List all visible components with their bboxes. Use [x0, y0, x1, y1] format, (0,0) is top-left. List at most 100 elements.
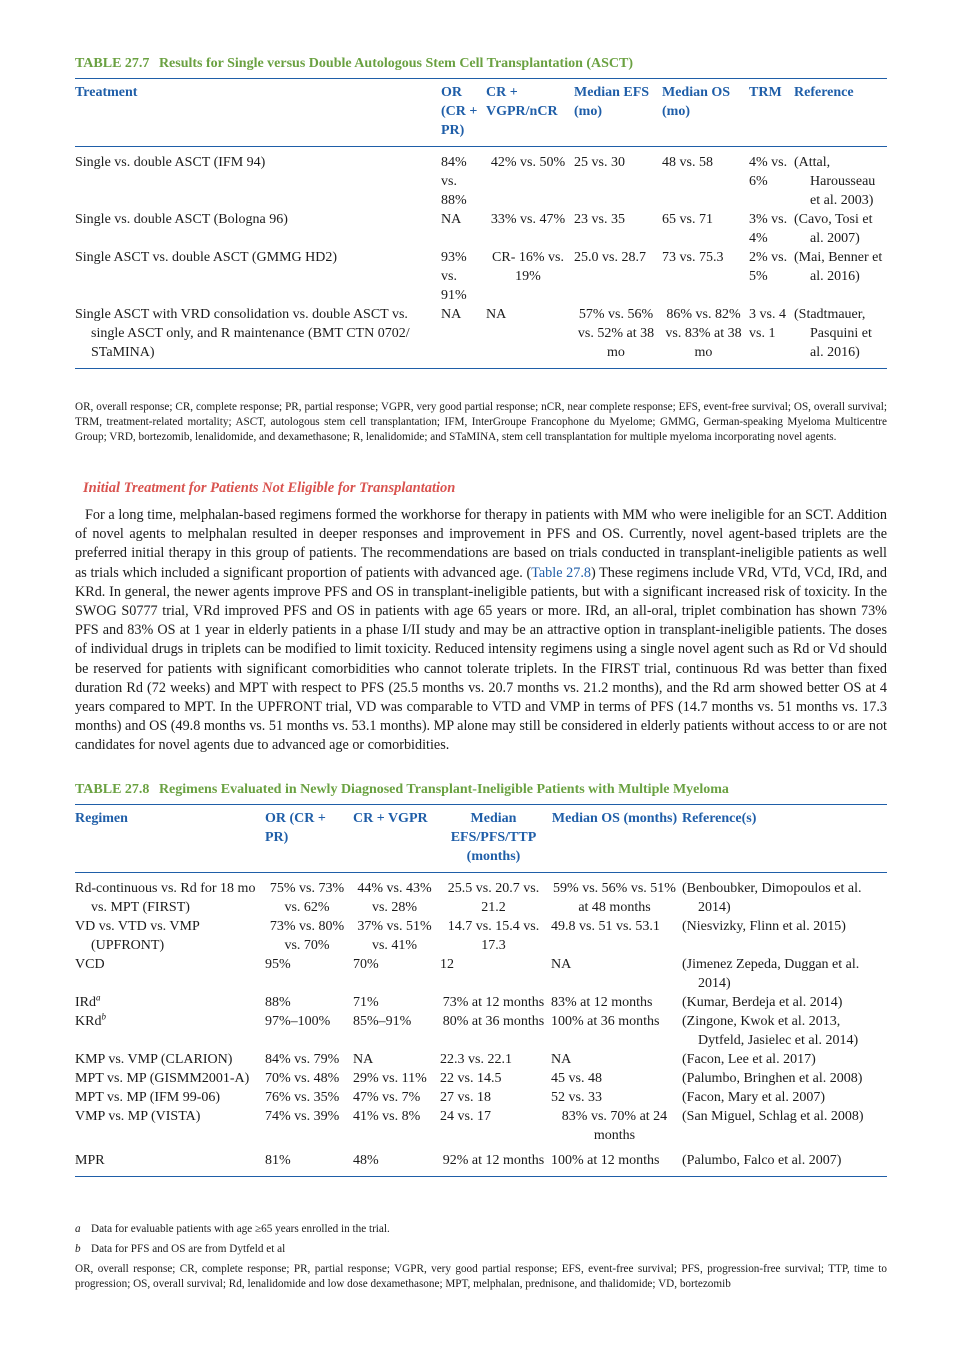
- cell: (Kumar, Berdeja et al. 2014): [682, 995, 843, 1010]
- cell: 85%–91%: [353, 1014, 412, 1029]
- cell: VCD: [75, 957, 105, 972]
- table-reference-link[interactable]: Table 27.8: [531, 564, 591, 581]
- cell: 3% vs. 4%: [749, 212, 788, 246]
- table-title: Results for Single versus Double Autolog…: [158, 56, 634, 71]
- col-header: OR (CR + PR): [441, 85, 478, 138]
- cell: (Mai, Benner et al. 2016): [794, 250, 883, 284]
- footnote-marker: b: [101, 1011, 106, 1022]
- col-header: Regimen: [75, 811, 128, 826]
- cell: VMP vs. MP (VISTA): [75, 1109, 201, 1124]
- table-row: Single ASCT vs. double ASCT (GMMG HD2) 9…: [75, 248, 887, 305]
- cell: 45 vs. 48: [551, 1071, 602, 1086]
- cell: 76% vs. 35%: [265, 1090, 340, 1105]
- cell: 3 vs. 4 vs. 1: [749, 307, 786, 341]
- cell: (Niesvizky, Flinn et al. 2015): [682, 919, 846, 934]
- table-27-8-footnote: OR, overall response; CR, complete respo…: [75, 1263, 887, 1290]
- cell: 33% vs. 47%: [490, 212, 566, 227]
- table-header-row: Regimen OR (CR + PR) CR + VGPR Median EF…: [75, 804, 887, 873]
- table-row: KMP vs. VMP (CLARION) 84% vs. 79% NA 22.…: [75, 1050, 887, 1069]
- cell: (Palumbo, Falco et al. 2007): [682, 1153, 842, 1168]
- cell: 97%–100%: [265, 1014, 331, 1029]
- table-row: MPT vs. MP (GISMM2001-A) 70% vs. 48% 29%…: [75, 1069, 887, 1088]
- paragraph-text: For a long time, melphalan-based regimen…: [75, 507, 887, 581]
- cell: Single vs. double ASCT (IFM 94): [75, 155, 266, 170]
- cell: MPT vs. MP (IFM 99-06): [75, 1090, 221, 1105]
- col-header: CR + VGPR: [353, 811, 428, 826]
- section-heading: Initial Treatment for Patients Not Eligi…: [83, 480, 456, 496]
- table-row: Single ASCT with VRD consolidation vs. d…: [75, 305, 887, 369]
- table-title: Regimens Evaluated in Newly Diagnosed Tr…: [158, 782, 729, 797]
- table-row: Single vs. double ASCT (Bologna 96) NA 3…: [75, 210, 887, 248]
- cell: 73 vs. 75.3: [662, 250, 724, 265]
- cell: (Zingone, Kwok et al. 2013, Dytfeld, Jas…: [682, 1014, 859, 1048]
- cell: 100% at 36 months: [551, 1014, 660, 1029]
- table-27-8: Regimen OR (CR + PR) CR + VGPR Median EF…: [75, 804, 887, 1177]
- table-row: VMP vs. MP (VISTA) 74% vs. 39% 41% vs. 8…: [75, 1107, 887, 1145]
- cell: (San Miguel, Schlag et al. 2008): [682, 1109, 864, 1124]
- cell: 25 vs. 30: [574, 155, 625, 170]
- cell: 70% vs. 48%: [265, 1071, 340, 1086]
- cell: NA: [353, 1052, 374, 1067]
- cell: 25.5 vs. 20.7 vs. 21.2: [447, 881, 540, 915]
- note-text: Data for PFS and OS are from Dytfeld et …: [91, 1243, 286, 1255]
- cell: (Facon, Lee et al. 2017): [682, 1052, 816, 1067]
- table-row: IRda 88% 71% 73% at 12 months 83% at 12 …: [75, 993, 887, 1012]
- cell: 95%: [265, 957, 291, 972]
- cell: 22 vs. 14.5: [440, 1071, 502, 1086]
- cell: 12: [440, 957, 454, 972]
- cell: 70%: [353, 957, 379, 972]
- cell: 92% at 12 months: [442, 1153, 545, 1168]
- cell: 71%: [353, 995, 379, 1010]
- cell: 65 vs. 71: [662, 212, 713, 227]
- cell: 41% vs. 8%: [353, 1109, 421, 1124]
- cell: 48 vs. 58: [662, 155, 713, 170]
- cell: Rd-continuous vs. Rd for 18 mo vs. MPT (…: [75, 881, 256, 915]
- paragraph-text: ) These regimens include VRd, VTd, VCd, …: [75, 564, 888, 754]
- cell: 42% vs. 50%: [490, 155, 566, 170]
- cell: (Cavo, Tosi et al. 2007): [794, 212, 873, 246]
- col-header: TRM: [749, 85, 782, 100]
- cell: 83% vs. 70% at 24 months: [561, 1109, 668, 1143]
- cell: 73% vs. 80% vs. 70%: [269, 919, 345, 953]
- cell: (Benboubker, Dimopoulos et al. 2014): [682, 881, 862, 915]
- note-letter: a: [75, 1223, 81, 1235]
- table-header-row: Treatment OR (CR + PR) CR + VGPR/nCR Med…: [75, 78, 887, 147]
- cell: Single ASCT vs. double ASCT (GMMG HD2): [75, 250, 338, 265]
- cell: IRda: [75, 993, 265, 1012]
- col-header: Treatment: [75, 85, 138, 100]
- table-row: KRdb 97%–100% 85%–91% 80% at 36 months 1…: [75, 1012, 887, 1050]
- note-text: Data for evaluable patients with age ≥65…: [91, 1223, 390, 1235]
- cell: NA: [551, 957, 572, 972]
- cell: 47% vs. 7%: [353, 1090, 421, 1105]
- cell: 75% vs. 73% vs. 62%: [269, 881, 345, 915]
- col-header: Reference(s): [682, 811, 757, 826]
- cell: 29% vs. 11%: [353, 1071, 427, 1086]
- table-row: VCD 95% 70% 12 NA (Jimenez Zepeda, Dugga…: [75, 955, 887, 993]
- cell: KRdb: [75, 1012, 265, 1050]
- table-note-a: a Data for evaluable patients with age ≥6…: [75, 1222, 390, 1237]
- col-header: Reference: [794, 85, 854, 100]
- cell: 37% vs. 51% vs. 41%: [357, 919, 432, 953]
- table-row: Single vs. double ASCT (IFM 94) 84% vs. …: [75, 147, 887, 211]
- table-number: TABLE 27.7: [75, 56, 150, 71]
- table-27-8-caption: TABLE 27.8 Regimens Evaluated in Newly D…: [75, 782, 729, 798]
- col-header: Median EFS (mo): [574, 85, 650, 119]
- cell: 100% at 12 months: [551, 1153, 660, 1168]
- cell: MPR: [75, 1153, 105, 1168]
- cell: 84% vs. 88%: [441, 155, 467, 208]
- table-number: TABLE 27.8: [75, 782, 150, 797]
- table-row: MPT vs. MP (IFM 99-06) 76% vs. 35% 47% v…: [75, 1088, 887, 1107]
- cell: VD vs. VTD vs. VMP (UPFRONT): [75, 919, 200, 953]
- table-row: Rd-continuous vs. Rd for 18 mo vs. MPT (…: [75, 873, 887, 918]
- cell: 49.8 vs. 51 vs. 53.1: [551, 919, 660, 934]
- cell: 22.3 vs. 22.1: [440, 1052, 512, 1067]
- table-27-7-caption: TABLE 27.7 Results for Single versus Dou…: [75, 56, 633, 72]
- cell: 59% vs. 56% vs. 51% at 48 months: [553, 881, 676, 915]
- cell: (Jimenez Zepeda, Duggan et al. 2014): [682, 957, 860, 991]
- table-27-7-footnote: OR, overall response; CR, complete respo…: [75, 401, 887, 443]
- cell: KMP vs. VMP (CLARION): [75, 1052, 233, 1067]
- cell: 48%: [353, 1153, 379, 1168]
- table-row: VD vs. VTD vs. VMP (UPFRONT) 73% vs. 80%…: [75, 917, 887, 955]
- cell: 80% at 36 months: [442, 1014, 545, 1029]
